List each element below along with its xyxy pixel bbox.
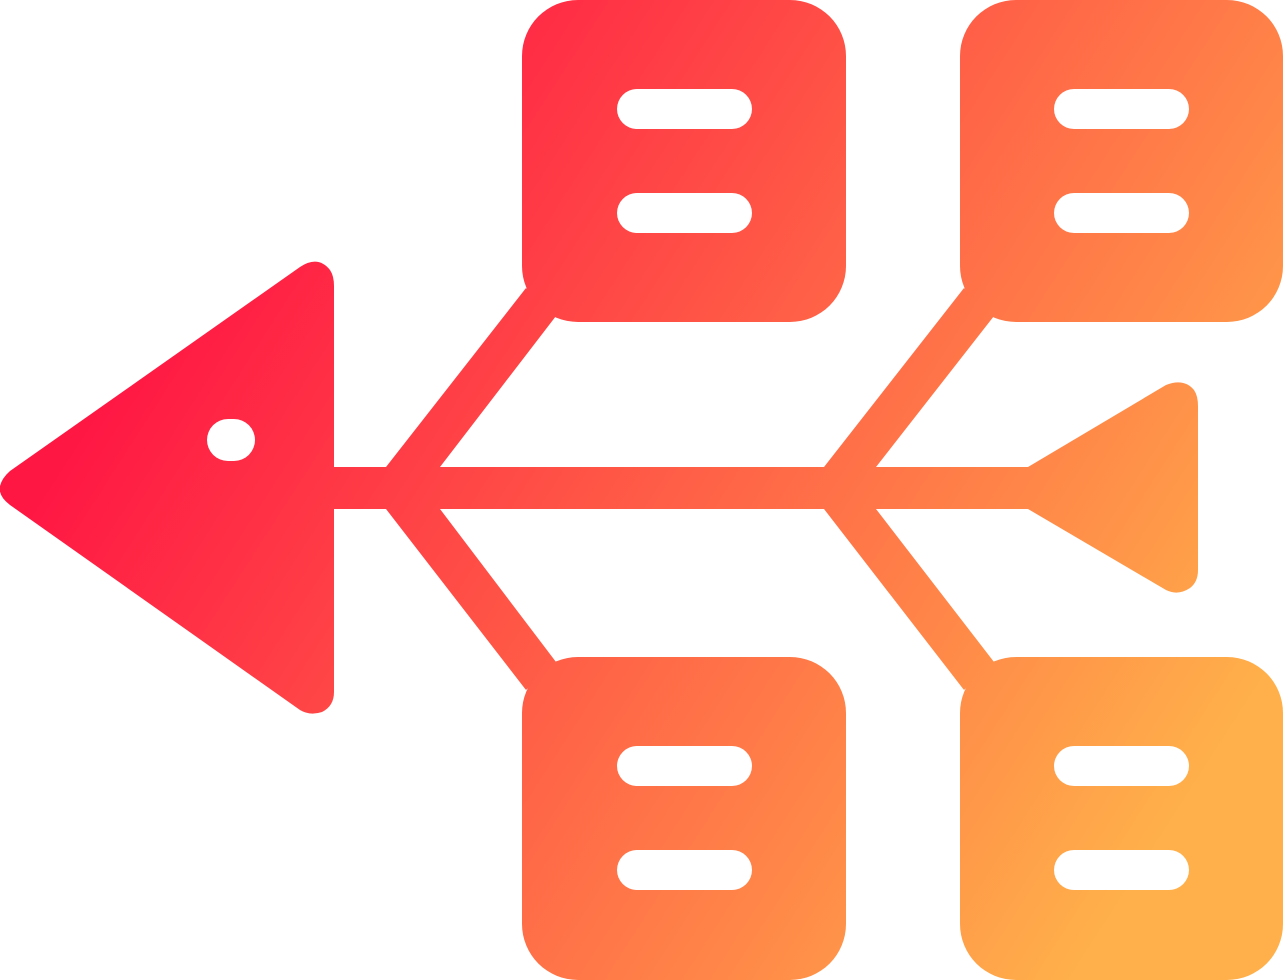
bottom-left-box-line-1 <box>617 746 752 786</box>
top-left-box <box>522 0 846 322</box>
fish-tail <box>1028 382 1198 593</box>
fish-head-arrow <box>0 261 334 714</box>
top-left-box-line-2 <box>617 193 752 233</box>
top-left-box-line-1 <box>617 89 752 129</box>
top-right-box-line-1 <box>1054 89 1189 129</box>
bottom-right-box-line-2 <box>1054 850 1189 890</box>
branch-upper-right <box>824 288 994 467</box>
branch-lower-left <box>386 509 556 690</box>
bottom-left-box <box>522 657 846 980</box>
bottom-left-box-line-2 <box>617 850 752 890</box>
fish-eye <box>207 419 255 461</box>
branch-lower-right <box>824 509 994 690</box>
fish-spine <box>328 467 1040 509</box>
top-right-box <box>960 0 1283 322</box>
top-right-box-line-2 <box>1054 193 1189 233</box>
bottom-right-box <box>960 657 1283 980</box>
branch-upper-left <box>386 288 556 467</box>
bottom-right-box-line-1 <box>1054 746 1189 786</box>
